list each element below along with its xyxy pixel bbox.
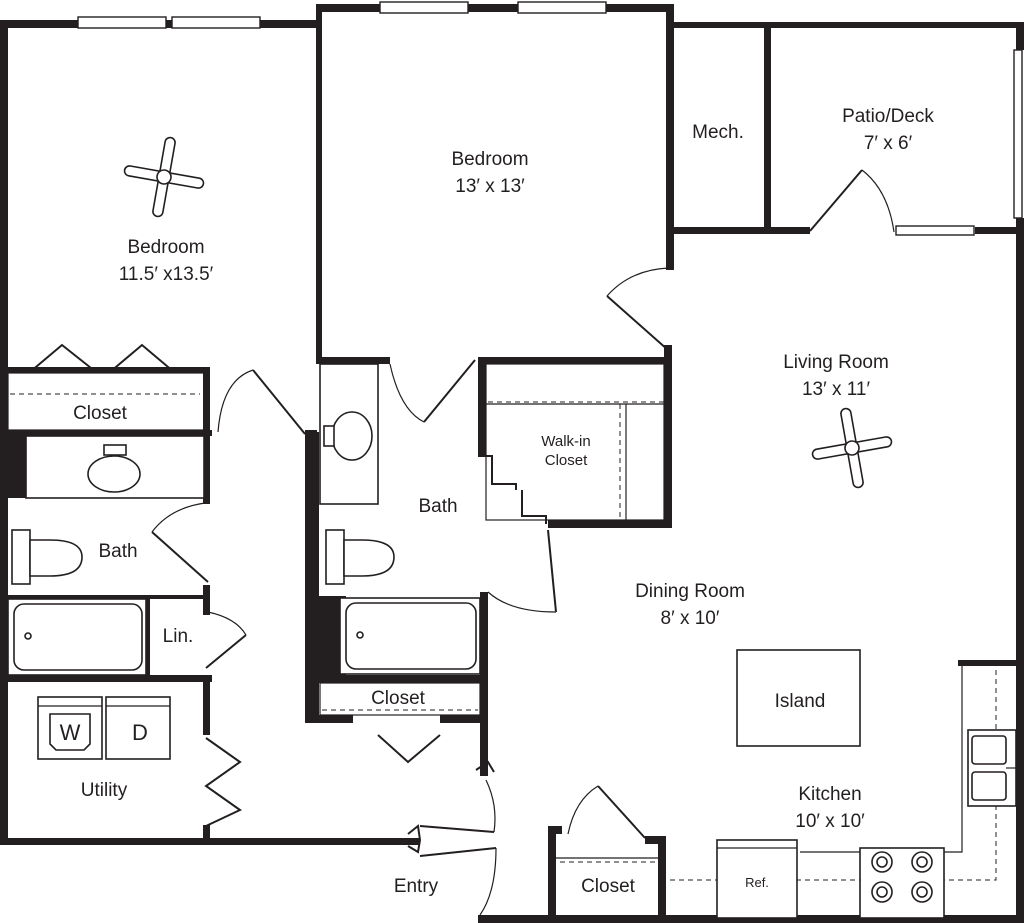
doors (29, 169, 895, 916)
patio-size: 7′ x 6′ (864, 133, 913, 154)
ceiling-fan-icon (123, 136, 205, 218)
living-name: Living Room (783, 352, 889, 373)
bath-left-name: Bath (98, 541, 137, 562)
living-size: 13′ x 11′ (802, 379, 870, 400)
closet-entry-name: Closet (581, 876, 636, 897)
closet-center-name: Closet (371, 688, 426, 709)
island-name: Island (775, 691, 826, 712)
dining-name: Dining Room (635, 581, 745, 602)
bedroom-left-size: 11.5′ x13.5′ (119, 264, 214, 285)
fixtures (7, 363, 1017, 919)
dining-size: 8′ x 10′ (661, 608, 720, 629)
ceiling-fan-icon (811, 407, 893, 489)
bedroom-left-name: Bedroom (127, 237, 204, 258)
walkin-line2: Closet (545, 452, 588, 469)
windows (77, 1, 1023, 236)
bedroom-center-name: Bedroom (451, 149, 528, 170)
bath-center-name: Bath (418, 496, 457, 517)
washer-label: W (60, 720, 81, 745)
ref-label: Ref. (745, 875, 769, 890)
bedroom-center-size: 13′ x 13′ (455, 176, 525, 197)
patio-name: Patio/Deck (842, 106, 934, 127)
utility-name: Utility (81, 780, 128, 801)
walkin-line1: Walk-in (541, 433, 590, 450)
closet-left-name: Closet (73, 403, 128, 424)
kitchen-size: 10′ x 10′ (795, 811, 865, 832)
linen-name: Lin. (163, 626, 194, 647)
dryer-label: D (132, 720, 148, 745)
mech-name: Mech. (692, 122, 744, 143)
walls (0, 4, 1024, 923)
entry-name: Entry (394, 876, 439, 897)
room-labels: Bedroom 11.5′ x13.5′ Bedroom 13′ x 13′ M… (60, 106, 935, 897)
kitchen-name: Kitchen (798, 784, 861, 805)
